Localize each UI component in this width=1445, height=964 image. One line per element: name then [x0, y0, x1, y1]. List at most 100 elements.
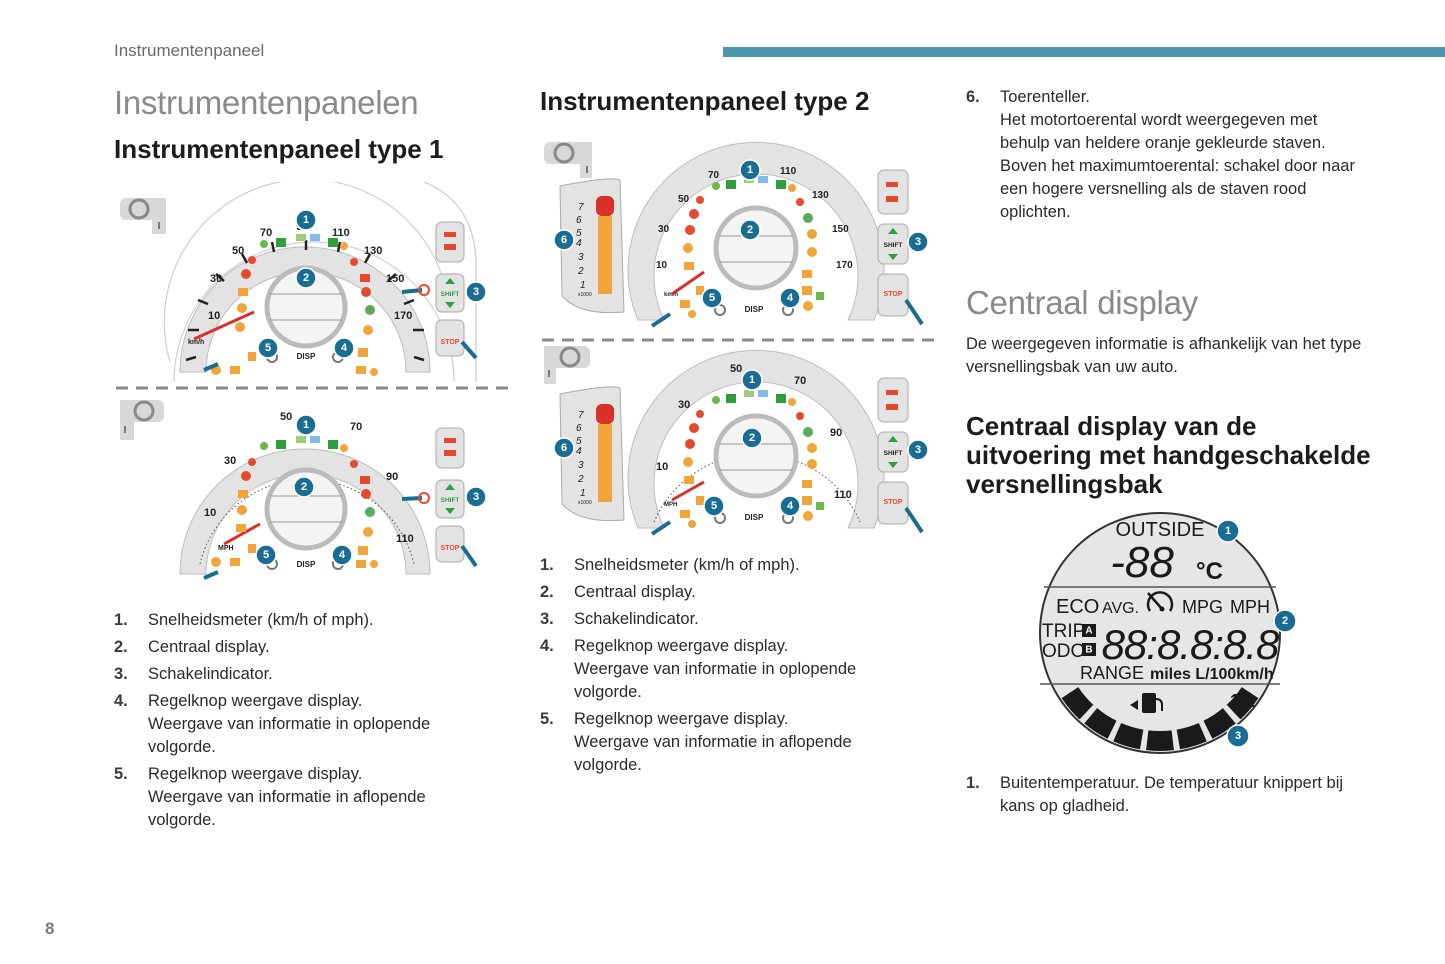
- stop-start-panel: [435, 525, 465, 563]
- stop-label: STOP: [441, 339, 460, 346]
- callout-4: 4: [331, 544, 353, 566]
- avg-label: AVG.: [1102, 600, 1139, 617]
- speed-label: 150: [832, 224, 849, 235]
- speed-label: 70: [794, 375, 806, 387]
- svg-text:6: 6: [561, 234, 567, 246]
- rpm-unit: x1000: [578, 292, 592, 298]
- odo-label: ODO: [1042, 641, 1085, 662]
- svg-text:1: 1: [1225, 525, 1231, 537]
- rpm-label: 5: [576, 436, 582, 447]
- speed-label: 70: [350, 421, 362, 433]
- rpm-label: 1: [580, 488, 586, 499]
- legend-item6: 6.Toerenteller. Het motortoerental wordt…: [966, 86, 1366, 228]
- steering-temp-icon: [544, 346, 590, 384]
- gear-shift-indicator: [435, 479, 465, 519]
- speed-label: 110: [396, 533, 414, 545]
- section-title-central-display: Centraal display: [966, 284, 1198, 321]
- callout-1: 1: [295, 414, 317, 436]
- legend-text: Regelknop weergave display. Weergave van…: [574, 637, 857, 701]
- gear-shift-indicator: [435, 273, 465, 313]
- rev-bar-red: [596, 404, 614, 424]
- trip-b-badge: B: [1085, 645, 1092, 656]
- unit-label: MPH: [664, 502, 677, 508]
- legend-item: 4.Regelknop weergave display. Weergave v…: [540, 635, 920, 704]
- central-display: [713, 413, 799, 499]
- instrument-panel-type2-kmh-figure: 1 2 3 4 5 6 7 x1000 10 30 50 70 90 110 1…: [542, 141, 934, 342]
- speed-label: 10: [656, 461, 668, 473]
- page-number: 8: [45, 919, 55, 938]
- rpm-scale-labels: 1 2 3 4 5 6 7: [576, 410, 586, 499]
- steering-temp-icon: [120, 400, 164, 440]
- svg-text:2: 2: [1282, 615, 1288, 627]
- subsection-title-type2: Instrumentenpaneel type 2: [540, 86, 870, 116]
- speed-label: 130: [364, 245, 382, 257]
- subsection-title-manual-display: Centraal display van de uitvoering met h…: [966, 411, 1371, 499]
- section-title: Instrumentenpanelen: [114, 84, 419, 121]
- legend-num: 2.: [540, 583, 554, 601]
- legend-text: Centraal display.: [574, 583, 696, 601]
- legend-num: 3.: [114, 665, 128, 683]
- trip-odo-digits: 88:8.8:8.8: [1102, 621, 1280, 668]
- disp-label: DISP: [297, 560, 316, 569]
- speed-label: 70: [260, 227, 272, 239]
- callout-3: 3: [465, 486, 487, 508]
- unit-label: km/h: [188, 339, 204, 346]
- speed-label: 50: [678, 194, 690, 205]
- svg-text:5: 5: [265, 342, 271, 354]
- running-header: Instrumentenpaneel: [114, 41, 265, 60]
- legend-num: 1.: [540, 556, 554, 574]
- lcd-face: [1039, 512, 1281, 754]
- speed-limiter-icon: [1146, 591, 1174, 612]
- legend-text: Regelknop weergave display. Weergave van…: [574, 710, 852, 774]
- speed-label: 170: [836, 260, 853, 271]
- rev-bar-orange: [598, 424, 612, 502]
- legend-item: 2. Centraal display.: [540, 581, 920, 604]
- rpm-label: 4: [576, 238, 582, 249]
- shift-label: SHIFT: [441, 291, 460, 298]
- svg-text:5: 5: [709, 292, 715, 304]
- trip-label: TRIP: [1042, 621, 1085, 642]
- rev-bar-orange: [598, 216, 612, 294]
- speed-label: 10: [656, 260, 668, 271]
- unit-label: MPH: [218, 545, 234, 552]
- rpm-label: 2: [577, 474, 584, 485]
- svg-text:2: 2: [303, 272, 309, 284]
- svg-text:6: 6: [561, 442, 567, 454]
- units-label: miles L/100km/h: [1150, 666, 1274, 683]
- callout-5: 5: [255, 544, 277, 566]
- legend-item: 3.Schakelindicator.: [540, 608, 920, 631]
- intro-paragraph: De weergegeven informatie is afhankelijk…: [966, 335, 1362, 376]
- legend-num: 5.: [540, 710, 554, 728]
- svg-text:2: 2: [301, 481, 307, 493]
- legend-item: 1.Snelheidsmeter (km/h of mph).: [114, 609, 494, 632]
- svg-text:4: 4: [339, 549, 346, 561]
- outside-temp-value: -88: [1110, 538, 1174, 587]
- svg-text:1: 1: [303, 214, 309, 226]
- speed-label: 30: [658, 224, 670, 235]
- speed-label: 170: [394, 310, 412, 322]
- speed-label: 30: [210, 273, 222, 285]
- legend-item: 1.Snelheidsmeter (km/h of mph).: [540, 554, 920, 577]
- svg-text:3: 3: [915, 236, 921, 248]
- legend-item: 6.Toerenteller. Het motortoerental wordt…: [966, 86, 1366, 224]
- legend-item: 4.Regelknop weergave display. Weergave v…: [114, 690, 494, 759]
- callout-4: 4: [779, 495, 801, 517]
- callout-6: 6: [553, 229, 575, 251]
- shift-label: SHIFT: [884, 450, 903, 457]
- temp-unit: °C: [1196, 558, 1223, 585]
- rpm-label: 7: [578, 410, 584, 421]
- callout-3: 3: [1226, 724, 1250, 748]
- legend-type1: 1.Snelheidsmeter (km/h of mph). 2.Centra…: [114, 609, 494, 836]
- central-display: [713, 205, 799, 291]
- oil-temp-lamp-panel: [435, 427, 465, 469]
- instrument-panel-type1-kmh-figure: 10 30 50 70 90 110 130 150 170 km/h DISP…: [116, 182, 508, 390]
- svg-text:3: 3: [473, 491, 479, 503]
- speed-label: 50: [730, 363, 742, 375]
- speed-scale-labels: 10 30 50 70 90 110: [204, 411, 414, 545]
- callout-4: 4: [333, 337, 355, 359]
- legend-item: 5.Regelknop weergave display. Weergave v…: [114, 763, 494, 832]
- legend-text: Toerenteller. Het motortoerental wordt w…: [1000, 88, 1355, 221]
- legend-text: Snelheidsmeter (km/h of mph).: [148, 611, 374, 629]
- rpm-label: 4: [576, 446, 582, 457]
- header-rule: [723, 47, 1445, 57]
